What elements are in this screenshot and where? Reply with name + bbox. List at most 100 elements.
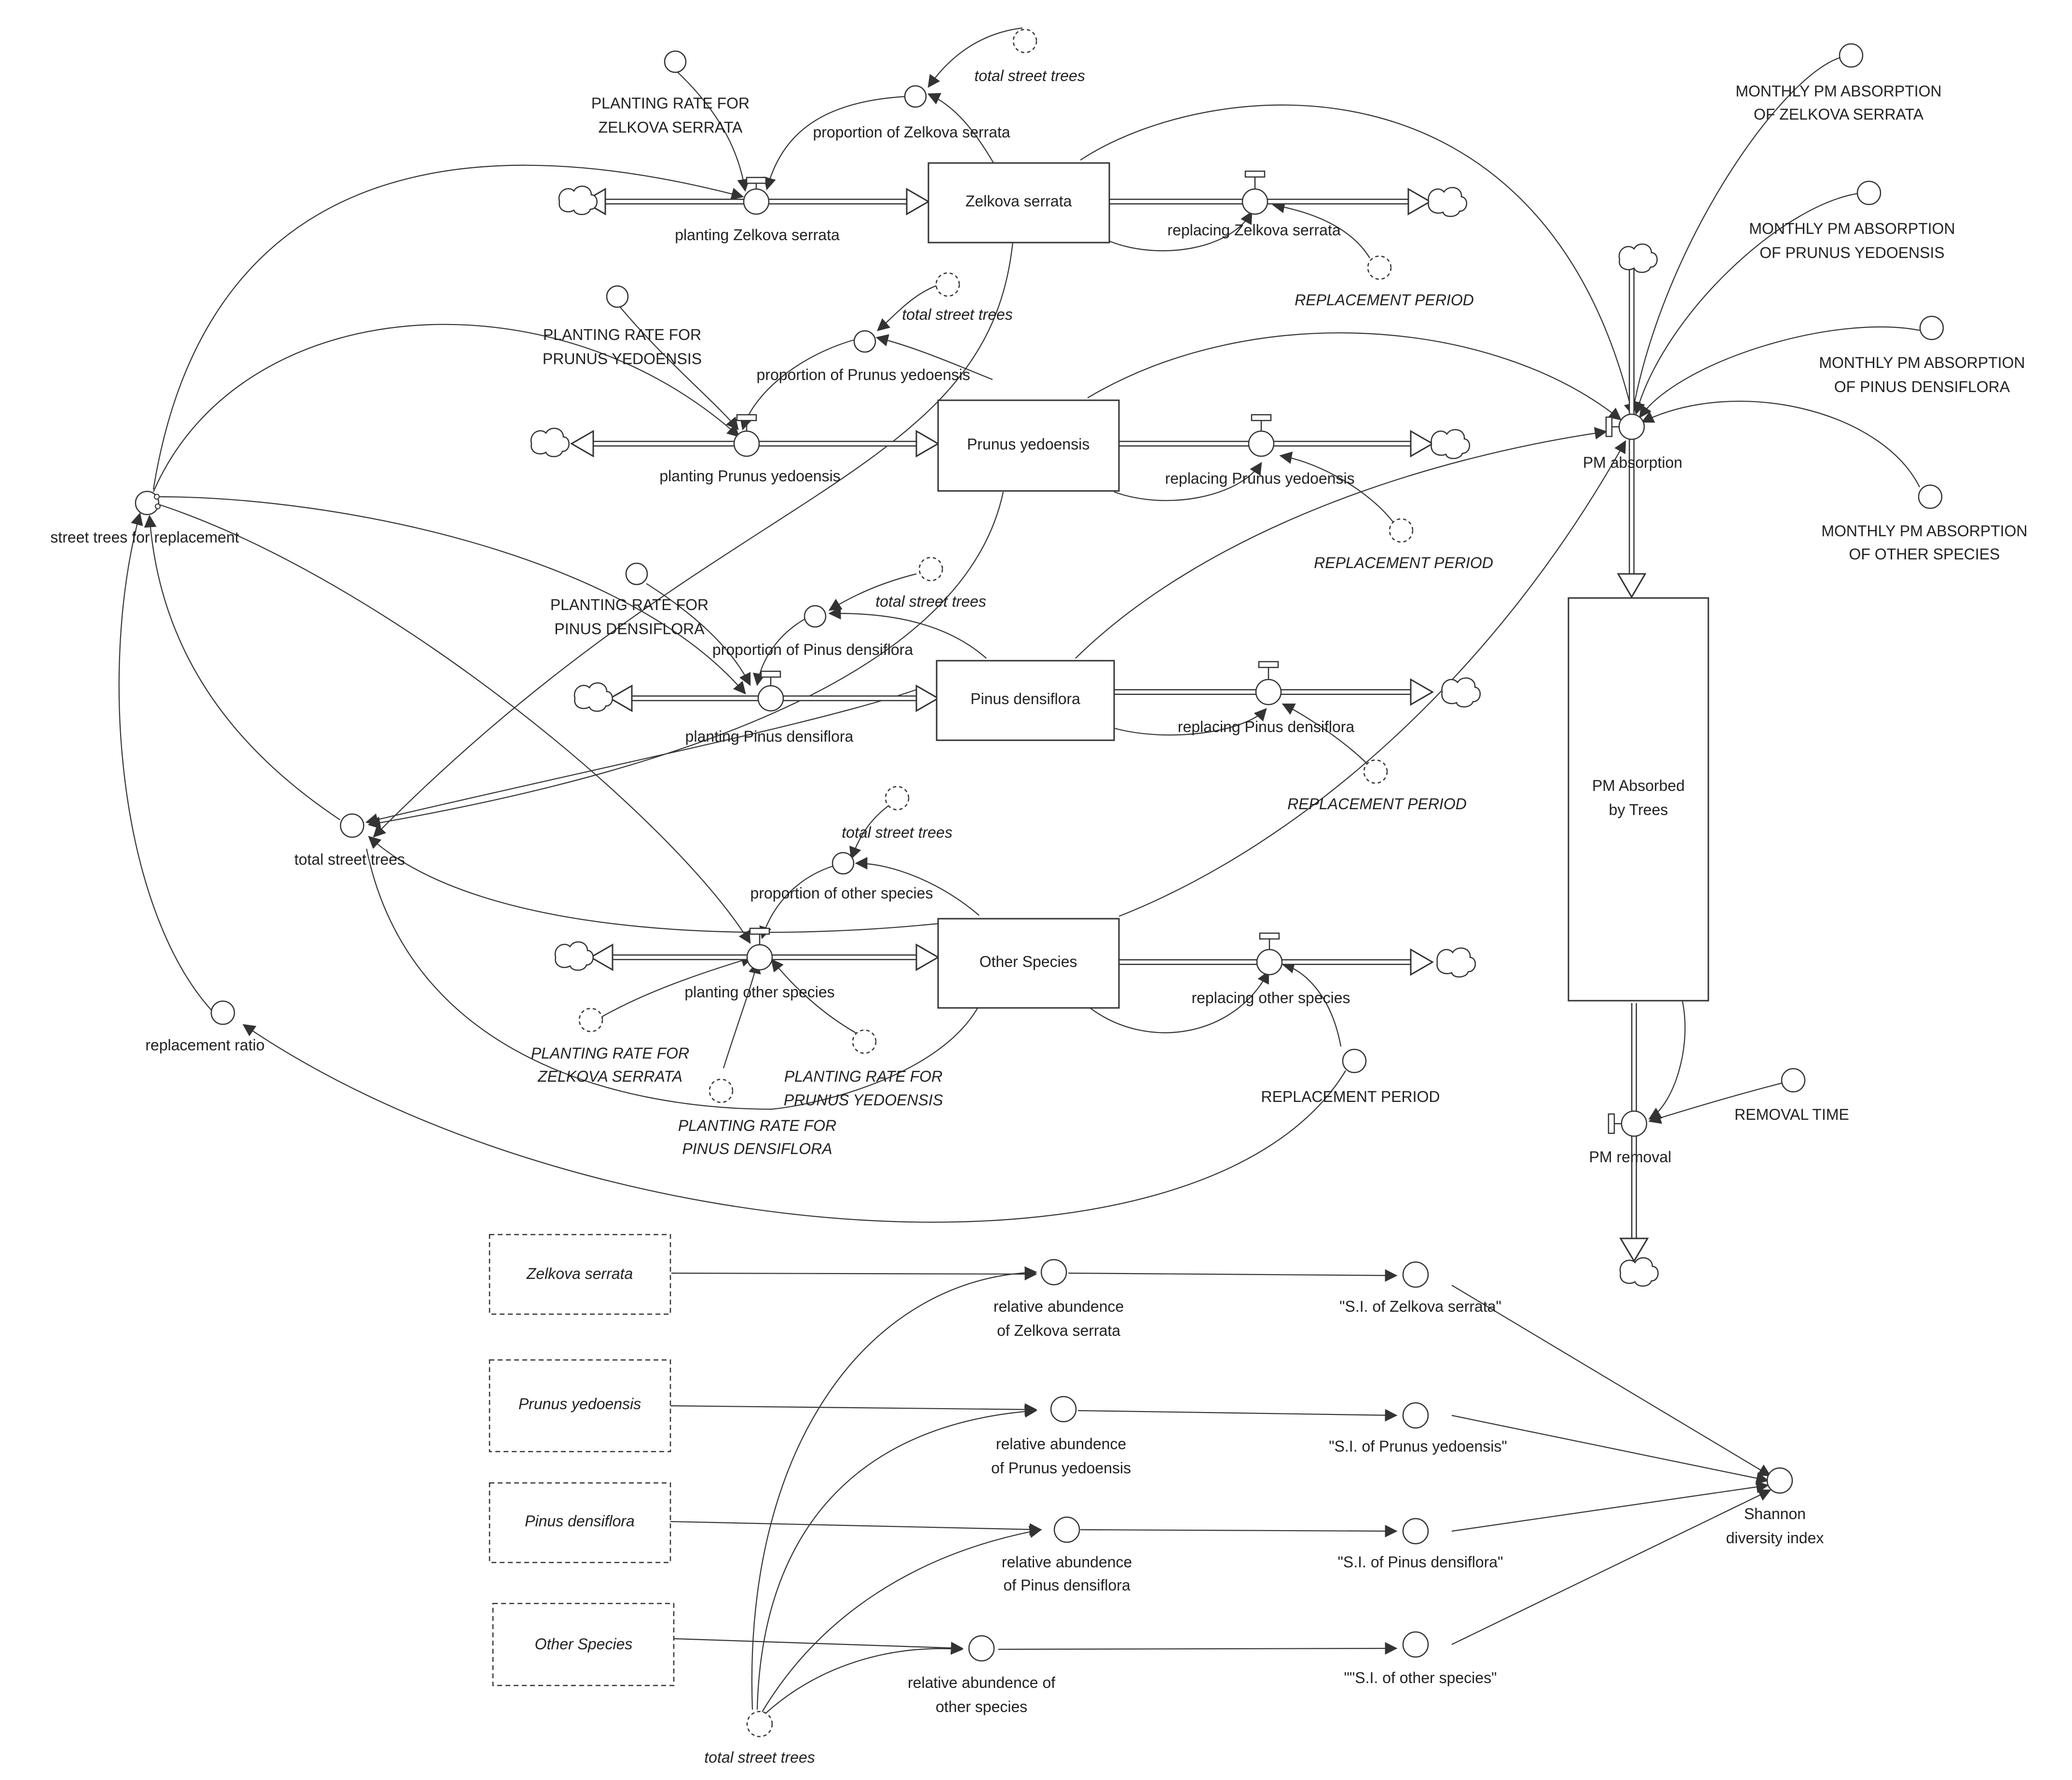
link-period-to-replacing-zelkova bbox=[1272, 201, 1370, 258]
link-ratio-to-replacement bbox=[118, 512, 217, 1016]
link-pm-stock-to-removal bbox=[1648, 998, 1686, 1120]
valve-replacing-zelkova[interactable] bbox=[1241, 170, 1268, 215]
valve-planting-other[interactable] bbox=[746, 927, 773, 971]
stock-other-species[interactable] bbox=[937, 918, 1120, 1009]
aux-proportion-zelkova[interactable] bbox=[904, 85, 927, 108]
label-abs-zelkova-1: MONTHLY PM ABSORPTION bbox=[1735, 82, 1941, 100]
aux-si-pinus[interactable] bbox=[1402, 1518, 1429, 1545]
aux-replacement-ratio[interactable] bbox=[210, 1000, 235, 1025]
diversity-section: Zelkova serrata Prunus yedoensis Pinus d… bbox=[489, 1234, 1824, 1766]
link-total-to-replacement bbox=[144, 515, 341, 820]
aux-relative-abundance-prunus[interactable] bbox=[1050, 1396, 1077, 1423]
aux-relative-abundance-zelkova[interactable] bbox=[1040, 1259, 1067, 1286]
shadow-replacement-period-3[interactable] bbox=[1363, 759, 1388, 784]
shadow-total-street-trees-4[interactable] bbox=[885, 786, 910, 811]
aux-removal-time[interactable] bbox=[1781, 1068, 1806, 1093]
label-rate-prunus-2: PRUNUS YEDOENSIS bbox=[543, 350, 702, 367]
label-rate-pinus-2: PINUS DENSIFLORA bbox=[554, 620, 705, 638]
link-zelkova-to-replacing bbox=[1109, 211, 1253, 252]
label-si-pinus: "S.I. of Pinus densiflora" bbox=[1338, 1553, 1503, 1571]
stock-zelkova-serrata[interactable] bbox=[927, 162, 1110, 244]
shadow-total-street-trees-3[interactable] bbox=[918, 557, 943, 582]
valve-replacing-pinus[interactable] bbox=[1255, 661, 1282, 706]
aux-proportion-pinus[interactable] bbox=[804, 605, 827, 628]
flow-pm-removal-label: PM removal bbox=[1589, 1148, 1672, 1166]
link-pinus-to-prop bbox=[828, 607, 987, 659]
shadow-total-street-trees-2[interactable] bbox=[935, 272, 960, 297]
label-abs-pinus-2: OF PINUS DENSIFLORA bbox=[1834, 378, 2010, 395]
shadow-stock-other[interactable] bbox=[492, 1603, 675, 1686]
valve-planting-prunus[interactable] bbox=[733, 414, 760, 457]
aux-street-trees-for-replacement[interactable] bbox=[135, 490, 160, 516]
stock-pinus-densiflora[interactable] bbox=[936, 660, 1115, 741]
valve-replacing-other[interactable] bbox=[1256, 932, 1283, 976]
aux-si-prunus[interactable] bbox=[1402, 1402, 1429, 1429]
label-si-zelkova: "S.I. of Zelkova serrata" bbox=[1339, 1298, 1501, 1315]
label-ra-other-2: other species bbox=[936, 1698, 1027, 1715]
link-replacement-to-planting-zelkova bbox=[152, 164, 744, 490]
link-period-to-replacing-other bbox=[1281, 961, 1342, 1047]
link-shadow-total-to-prop-other bbox=[849, 802, 893, 860]
shadow-planting-rate-pinus[interactable] bbox=[709, 1078, 734, 1103]
shadow-replacement-period-2[interactable] bbox=[1389, 518, 1414, 543]
aux-planting-rate-zelkova[interactable] bbox=[664, 50, 687, 73]
shadow-total-street-trees-4-label: total street trees bbox=[842, 824, 952, 841]
stock-prunus-yedoensis[interactable] bbox=[937, 399, 1120, 492]
shadow-stock-zelkova[interactable] bbox=[489, 1234, 671, 1315]
shadow-replacement-period-1-label: REPLACEMENT PERIOD bbox=[1295, 291, 1474, 309]
aux-planting-rate-prunus[interactable] bbox=[606, 285, 629, 308]
aux-si-zelkova[interactable] bbox=[1402, 1261, 1429, 1288]
valve-replacing-prunus[interactable] bbox=[1248, 414, 1275, 457]
shadow-planting-rate-zelkova[interactable] bbox=[578, 1007, 603, 1033]
link-other-to-total bbox=[368, 836, 982, 933]
valve-planting-zelkova[interactable] bbox=[743, 177, 770, 215]
label-rate-prunus-1: PLANTING RATE FOR bbox=[543, 326, 701, 343]
clouds bbox=[530, 185, 1659, 1287]
aux-si-other[interactable] bbox=[1402, 1631, 1429, 1658]
shadow-stock-pinus[interactable] bbox=[489, 1482, 671, 1563]
link-abs-prunus bbox=[1633, 192, 1862, 415]
label-replacement-period: REPLACEMENT PERIOD bbox=[1261, 1088, 1440, 1105]
link-pinus-to-absorption bbox=[1075, 427, 1608, 659]
pipe-arrow-planting-other bbox=[915, 943, 940, 971]
aux-monthly-absorption-other[interactable] bbox=[1918, 484, 1943, 509]
link-total-to-ra-other bbox=[764, 1642, 964, 1715]
aux-monthly-absorption-prunus[interactable] bbox=[1856, 180, 1881, 205]
aux-proportion-other[interactable] bbox=[832, 852, 855, 875]
flow-planting-other-label: planting other species bbox=[684, 983, 834, 1001]
stock-prunus-label: Prunus yedoensis bbox=[967, 435, 1090, 453]
stock-other-label: Other Species bbox=[980, 953, 1077, 970]
shadow-stock-prunus[interactable] bbox=[489, 1359, 671, 1453]
cloud-zelkova-source bbox=[558, 185, 598, 215]
aux-replacement-period[interactable] bbox=[1342, 1048, 1367, 1073]
aux-planting-rate-pinus[interactable] bbox=[625, 562, 648, 585]
valve-pm-removal[interactable] bbox=[1608, 1110, 1648, 1137]
label-si-other: ""S.I. of other species" bbox=[1344, 1669, 1497, 1686]
label-abs-zelkova-2: OF ZELKOVA SERRATA bbox=[1754, 106, 1924, 123]
flow-replacing-prunus-label: replacing Prunus yedoensis bbox=[1165, 470, 1354, 487]
link-rate-prunus-to-planting bbox=[617, 303, 739, 430]
aux-relative-abundance-pinus[interactable] bbox=[1053, 1516, 1080, 1543]
cloud-pm-source bbox=[1618, 243, 1658, 273]
aux-total-street-trees[interactable] bbox=[340, 813, 365, 838]
shadow-total-street-trees-diversity[interactable] bbox=[746, 1711, 773, 1738]
valve-planting-pinus[interactable] bbox=[757, 670, 784, 712]
aux-monthly-absorption-zelkova[interactable] bbox=[1839, 43, 1864, 68]
aux-shannon-diversity-index[interactable] bbox=[1766, 1467, 1793, 1494]
label-abs-prunus-2: OF PRUNUS YEDOENSIS bbox=[1759, 244, 1944, 261]
valves: planting Zelkova serrata replacing Zelko… bbox=[659, 170, 1682, 1166]
stock-pm-label-line2: by Trees bbox=[1609, 801, 1668, 818]
shadow-stock-other-label: Other Species bbox=[535, 1635, 633, 1653]
aux-proportion-prunus[interactable] bbox=[853, 330, 876, 353]
aux-relative-abundance-other[interactable] bbox=[968, 1635, 995, 1662]
valve-pm-absorption[interactable] bbox=[1605, 413, 1645, 440]
label-ra-zelkova-2: of Zelkova serrata bbox=[997, 1322, 1120, 1339]
label-si-prunus: "S.I. of Prunus yedoensis" bbox=[1329, 1438, 1507, 1455]
aux-monthly-absorption-pinus[interactable] bbox=[1919, 315, 1944, 340]
shadow-replacement-period-1[interactable] bbox=[1367, 255, 1392, 280]
cloud-prunus-source bbox=[530, 427, 570, 457]
stock-pm-absorbed-by-trees[interactable] bbox=[1568, 597, 1709, 1002]
shadow-planting-rate-prunus[interactable] bbox=[852, 1029, 877, 1054]
link-rate-pinus-to-planting bbox=[646, 583, 751, 686]
shadow-total-street-trees-1[interactable] bbox=[1012, 28, 1037, 54]
